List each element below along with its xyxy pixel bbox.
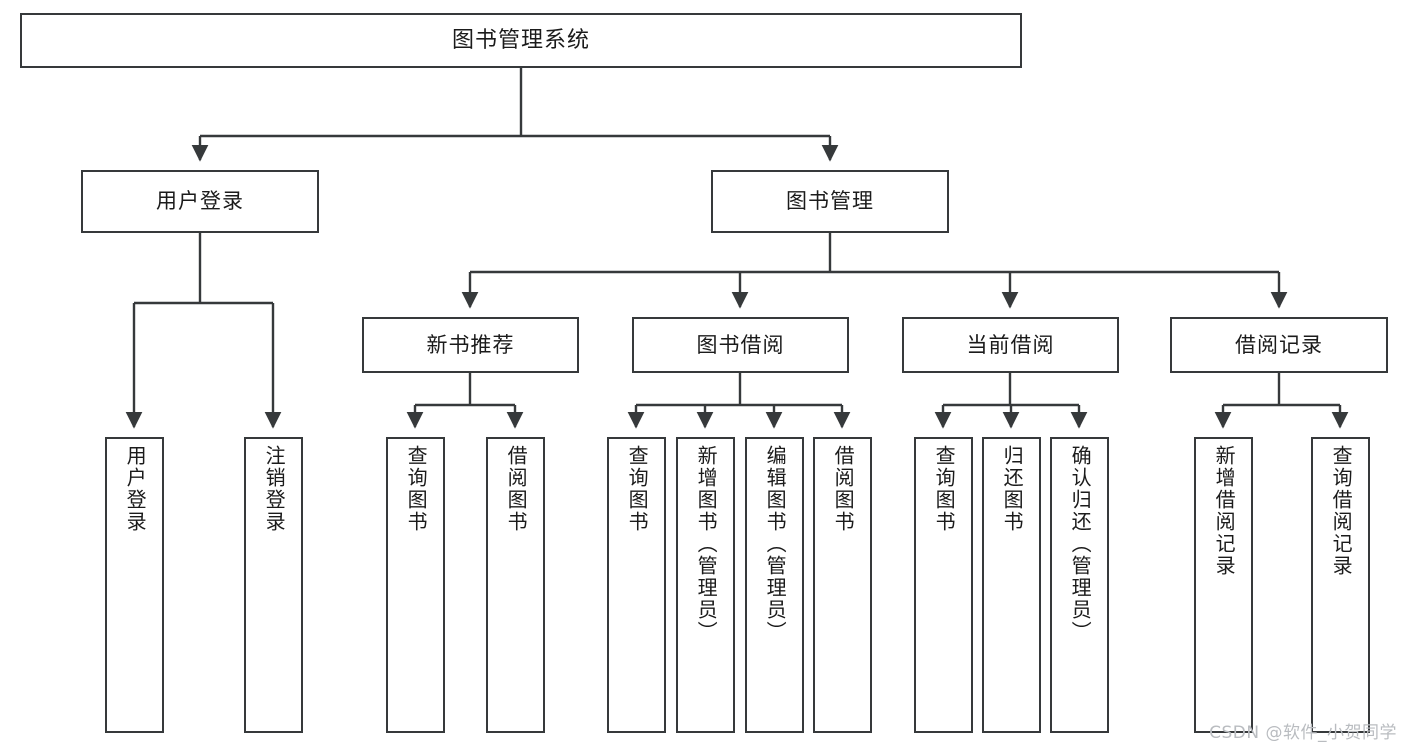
leaf-user-login[interactable]: 用户登录 (105, 437, 164, 733)
leaf-confirm-return-admin-label: 确认归还（管理员） (1068, 445, 1093, 643)
node-user-login-label: 用户登录 (156, 189, 244, 213)
leaf-borrow-book[interactable]: 借阅图书 (813, 437, 872, 733)
node-book-management[interactable]: 图书管理 (711, 170, 949, 233)
node-new-book-recommend[interactable]: 新书推荐 (362, 317, 579, 373)
leaf-query-book-current[interactable]: 查询图书 (914, 437, 973, 733)
leaf-logout-label: 注销登录 (262, 445, 287, 533)
node-current-borrow-label: 当前借阅 (966, 332, 1055, 357)
leaf-query-book-borrow-label: 查询图书 (625, 445, 650, 533)
node-root[interactable]: 图书管理系统 (20, 13, 1022, 68)
leaf-add-book-admin-label: 新增图书（管理员） (694, 445, 719, 643)
leaf-query-borrow-record-label: 查询借阅记录 (1329, 445, 1354, 577)
node-book-borrow-label: 图书借阅 (696, 332, 785, 357)
leaf-add-book-admin[interactable]: 新增图书（管理员） (676, 437, 735, 733)
leaf-return-book-label: 归还图书 (1000, 445, 1025, 533)
leaf-add-borrow-record-label: 新增借阅记录 (1212, 445, 1237, 577)
node-new-book-recommend-label: 新书推荐 (426, 332, 515, 357)
leaf-logout[interactable]: 注销登录 (244, 437, 303, 733)
leaf-query-borrow-record[interactable]: 查询借阅记录 (1311, 437, 1370, 733)
leaf-add-borrow-record[interactable]: 新增借阅记录 (1194, 437, 1253, 733)
leaf-borrow-book-recommend-label: 借阅图书 (504, 445, 529, 533)
node-root-label: 图书管理系统 (451, 27, 590, 53)
watermark: CSDN @软件_小贺同学 (1209, 723, 1397, 743)
node-borrow-record-label: 借阅记录 (1235, 332, 1323, 357)
leaf-return-book[interactable]: 归还图书 (982, 437, 1041, 733)
node-borrow-record[interactable]: 借阅记录 (1170, 317, 1388, 373)
leaf-query-book-recommend[interactable]: 查询图书 (386, 437, 445, 733)
node-book-borrow[interactable]: 图书借阅 (632, 317, 849, 373)
leaf-borrow-book-recommend[interactable]: 借阅图书 (486, 437, 545, 733)
leaf-edit-book-admin-label: 编辑图书（管理员） (763, 445, 788, 643)
leaf-confirm-return-admin[interactable]: 确认归还（管理员） (1050, 437, 1109, 733)
leaf-user-login-label: 用户登录 (123, 445, 148, 533)
leaf-query-book-borrow[interactable]: 查询图书 (607, 437, 666, 733)
leaf-edit-book-admin[interactable]: 编辑图书（管理员） (745, 437, 804, 733)
leaf-query-book-recommend-label: 查询图书 (404, 445, 429, 533)
node-current-borrow[interactable]: 当前借阅 (902, 317, 1119, 373)
leaf-query-book-current-label: 查询图书 (932, 445, 957, 533)
node-book-management-label: 图书管理 (786, 189, 874, 213)
node-user-login[interactable]: 用户登录 (81, 170, 319, 233)
leaf-borrow-book-label: 借阅图书 (831, 445, 856, 533)
